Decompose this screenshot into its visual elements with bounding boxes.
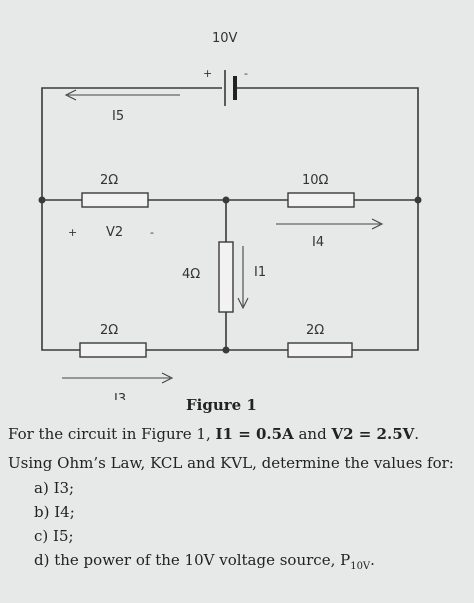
question-a: a) I3; (34, 479, 75, 497)
bottom-wire-right (352, 200, 419, 351)
source-label: 10V (212, 31, 238, 46)
node-center-bottom (222, 346, 230, 354)
source-minus: - (244, 67, 248, 80)
instruction-line: Using Ohm’s Law, KCL and KVL, determine … (8, 454, 454, 472)
i1-arrowhead (237, 297, 249, 310)
problem-text: For the circuit in Figure 1, I1 = 0.5A a… (8, 424, 470, 579)
question-d-end: . (370, 551, 375, 569)
given-and: and (293, 425, 332, 443)
i5-arrowhead (64, 89, 77, 101)
given-v2: V2 = 2.5V (331, 425, 415, 443)
i1-label: I1 (254, 265, 266, 280)
source-plus: + (203, 67, 212, 80)
question-b: b) I4; (34, 503, 75, 521)
question-d: d) the power of the 10V voltage source, … (8, 548, 470, 579)
power-subscript: 10V (350, 561, 371, 572)
resistor-2ohm-top-left (81, 192, 149, 208)
r-middle-label: 4Ω (182, 267, 200, 282)
resistor-10ohm (287, 192, 355, 208)
v2-plus: + (68, 226, 77, 239)
top-wire-right (236, 87, 419, 200)
resistor-4ohm (218, 241, 234, 313)
i3-arrowhead (161, 372, 174, 384)
given-intro: For the circuit in Figure 1, (8, 425, 216, 443)
i4-arrowhead (371, 218, 384, 230)
given-period: . (414, 425, 420, 443)
top-wire (41, 87, 222, 200)
r-right-bottom-label: 2Ω (306, 323, 324, 338)
given-i1: I1 = 0.5A (215, 425, 294, 443)
i5-label: I5 (112, 109, 124, 124)
v2-minus: - (150, 226, 154, 239)
circuit-diagram: 10V + - I5 2Ω 10Ω + V2 - I4 4Ω I1 (38, 31, 422, 400)
i3-label: I3 (114, 392, 126, 400)
r-left-bottom-label: 2Ω (100, 323, 118, 338)
r-left-top-label: 2Ω (100, 173, 118, 188)
question-d-text: d) the power of the 10V voltage source, … (34, 551, 351, 569)
question-c: c) I5; (34, 527, 74, 545)
bottom-wire-left (41, 200, 80, 351)
resistor-2ohm-bottom-right (287, 342, 353, 358)
resistor-2ohm-bottom-left (79, 342, 147, 358)
r-right-top-label: 10Ω (302, 173, 329, 188)
i4-label: I4 (312, 235, 324, 250)
given-line: For the circuit in Figure 1, I1 = 0.5A a… (8, 424, 470, 445)
v2-label: V2 (106, 225, 123, 240)
figure-title: Figure 1 (186, 396, 257, 414)
